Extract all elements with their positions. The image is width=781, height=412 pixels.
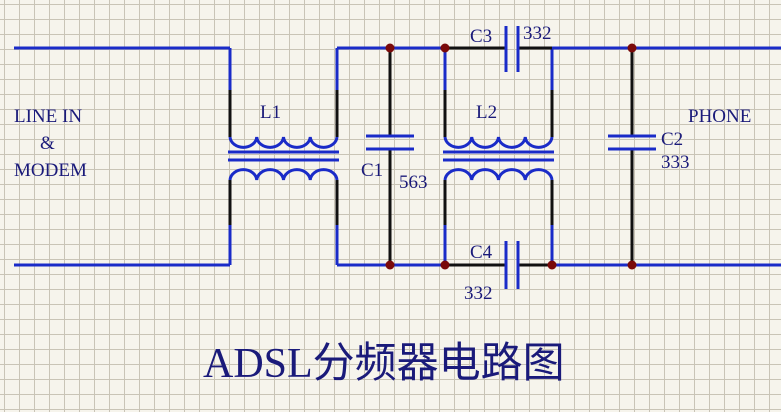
diagram-title: ADSL分频器电路图: [203, 341, 565, 387]
c2-value: 333: [661, 152, 690, 173]
c4-value: 332: [464, 283, 493, 304]
top-wire: [14, 46, 781, 90]
inductor-l1: [228, 136, 339, 181]
inductor-leads: [228, 46, 634, 267]
l1-label: L1: [260, 102, 282, 123]
modem-label: MODEM: [14, 160, 87, 181]
line-in-label: LINE IN: [14, 106, 83, 127]
bottom-wire: [14, 225, 781, 267]
capacitor-c4: [504, 241, 520, 289]
c3-label: C3: [470, 26, 493, 47]
capacitor-c2: [608, 134, 656, 151]
l2-label: L2: [476, 102, 498, 123]
capacitor-c3: [504, 26, 520, 72]
c2-label: C2: [661, 129, 684, 150]
c1-label: C1: [361, 160, 384, 181]
ampersand-label: &: [40, 133, 55, 154]
inductor-l2: [443, 136, 554, 181]
c1-value: 563: [399, 172, 428, 193]
junction-nodes: [385, 43, 637, 270]
phone-label: PHONE: [688, 106, 752, 127]
c4-label: C4: [470, 242, 493, 263]
capacitor-c1: [366, 134, 414, 151]
c3-value: 332: [523, 23, 552, 44]
